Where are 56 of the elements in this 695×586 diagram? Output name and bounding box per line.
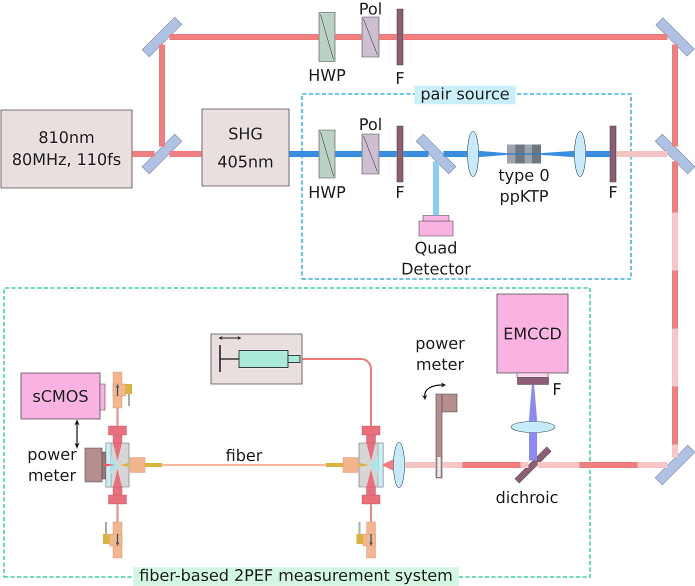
mirror [416,134,456,174]
pump-beam [586,151,610,157]
mirror [654,134,695,174]
laser-beam [170,34,319,40]
component-label: dichroic [496,490,558,504]
component-label: power meter [416,340,465,370]
component-label: F [396,186,404,198]
edge-label: fiber [226,448,262,462]
laser-beam [159,44,165,146]
focused-beam [478,150,507,158]
combined-beam [538,462,668,468]
component-label: F [554,383,561,395]
component-label: HWP [310,186,346,198]
laser-box: 810nm 80MHz, 110fs [0,110,132,188]
lens [510,421,556,433]
lens [574,131,586,177]
focused-beam [383,459,394,471]
doubler-box: SHG 405nm [202,108,290,186]
component-label: type 0 ppKTP [498,168,549,206]
mirror [654,444,695,486]
combined-beam [404,462,436,468]
fluorescence-beam [529,432,537,460]
component-label: F [396,72,404,84]
frame-label: pair source [414,86,516,104]
laser-beam [132,151,154,157]
component-label: power meter [28,450,77,482]
photon-pair-beam [616,151,668,157]
pump-beam [379,151,397,157]
optical-fiber [162,464,326,466]
mirror [142,134,182,174]
pickoff-beam [433,162,439,216]
mirror [142,16,182,58]
laser-beam [672,44,678,146]
pump-beam [335,151,362,157]
pump-beam [444,151,468,157]
component-label: Pol [360,118,381,130]
tubing [302,358,372,426]
lens [467,131,479,177]
fluorescence-beam [528,384,538,422]
laser-beam [403,34,668,40]
pump-beam [403,151,429,157]
lens [393,442,405,488]
combined-beam [442,462,528,468]
combined-beam [672,162,678,458]
laser-beam [335,34,362,40]
frame-label: fiber-based 2PEF measurement system [133,567,459,586]
component-label: Quad Detector [402,241,471,275]
laser-beam [170,151,202,157]
component-label: F [610,186,617,198]
laser-beam [379,34,397,40]
component-label: HWP [310,69,346,81]
component-label: Pol [360,2,381,15]
camera-box: EMCCD [496,294,568,378]
pump-beam [289,151,319,157]
diverging-beam [541,150,574,158]
camera-box: sCMOS [20,372,106,420]
